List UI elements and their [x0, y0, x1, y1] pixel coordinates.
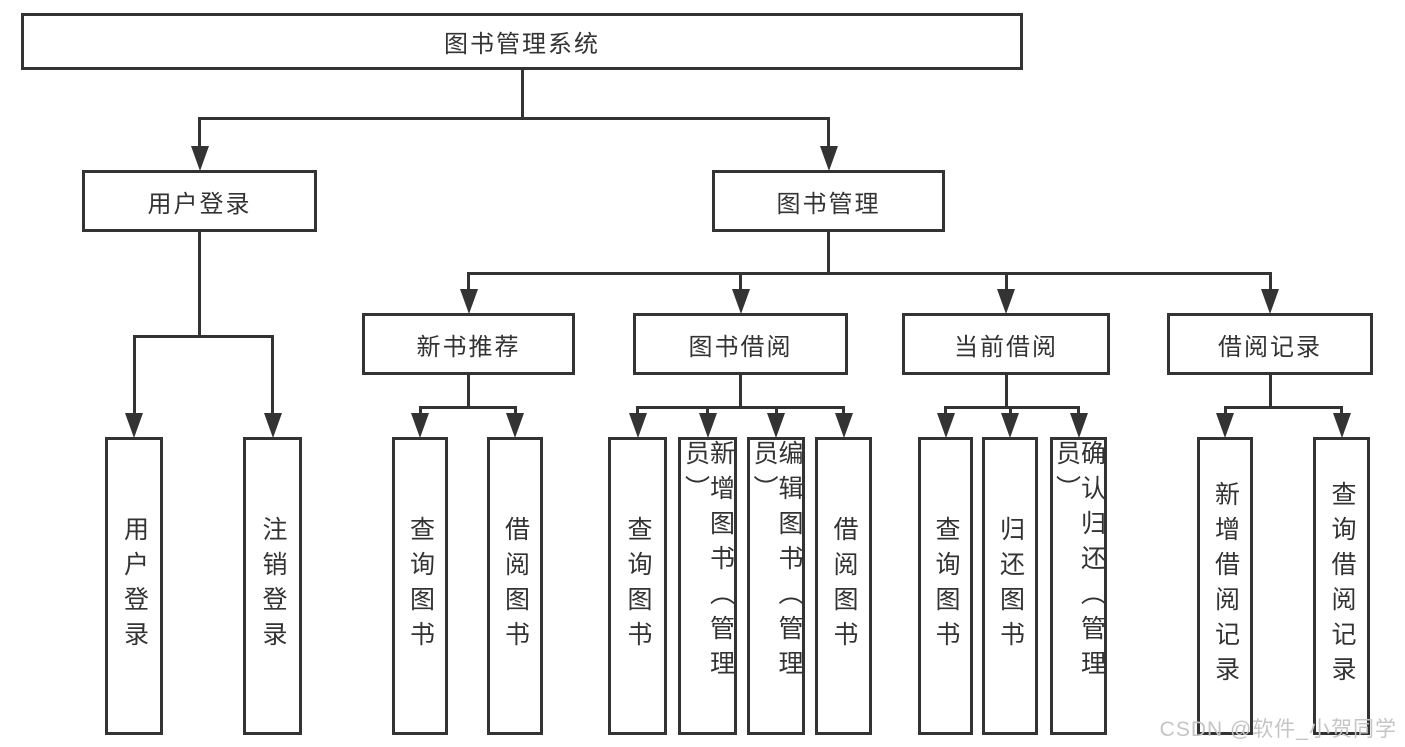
- node-label: 借阅记录: [1218, 333, 1322, 361]
- arrowhead-icon: [731, 289, 750, 314]
- node-label: 归还图书: [996, 516, 1025, 656]
- connector-stem: [467, 375, 470, 407]
- node-label: 查询借阅记录: [1328, 481, 1356, 691]
- node-user-login-leaf: 用户登录: [105, 437, 163, 735]
- connector-bar: [418, 405, 517, 409]
- arrowhead-icon: [190, 146, 209, 171]
- node-label: 查询图书: [406, 516, 435, 656]
- arrowhead-icon: [506, 413, 524, 438]
- connector-drop: [271, 336, 274, 418]
- node-label: 新书推荐: [416, 333, 521, 361]
- connector-drop: [827, 118, 830, 151]
- arrowhead-icon: [997, 289, 1015, 314]
- arrowhead-icon: [834, 413, 853, 438]
- node-bb-borrow: 借阅图书: [815, 437, 872, 735]
- arrowhead-icon: [1332, 413, 1351, 438]
- node-label: 借阅图书: [830, 516, 858, 656]
- node-label: 用户登录: [147, 190, 252, 218]
- arrowhead-icon: [628, 413, 647, 438]
- node-label: 图书管理系统: [444, 31, 600, 58]
- node-nb-query: 查询图书: [392, 437, 448, 735]
- watermark: CSDN @软件_小贺同学: [1159, 718, 1397, 741]
- arrowhead-icon: [1069, 413, 1088, 438]
- connector-stem: [198, 232, 201, 336]
- connector-bar: [132, 334, 274, 338]
- connector-drop: [513, 407, 517, 418]
- connector-drop: [842, 407, 845, 418]
- node-label: 新增借阅记录: [1211, 481, 1240, 691]
- arrowhead-icon: [1001, 413, 1019, 438]
- connector-stem: [827, 232, 830, 273]
- connector-bar: [944, 405, 1080, 409]
- node-label: 编辑图书（管理员）: [750, 440, 803, 685]
- connector-bar: [636, 405, 845, 409]
- node-label: 图书借阅: [688, 333, 793, 361]
- connector-bar: [1223, 405, 1343, 409]
- connector-drop: [1223, 407, 1227, 418]
- connector-drop: [1268, 273, 1272, 294]
- node-bb-query: 查询图书: [608, 437, 667, 735]
- node-label: 新增图书（管理员）: [681, 440, 735, 685]
- node-book-borrow: 图书借阅: [633, 313, 848, 375]
- arrowhead-icon: [767, 413, 785, 438]
- node-nb-borrow: 借阅图书: [487, 437, 543, 735]
- connector-drop: [774, 407, 778, 418]
- node-cb-return: 归还图书: [982, 437, 1038, 735]
- connector-drop: [1004, 273, 1008, 294]
- connector-drop: [944, 407, 947, 418]
- connector-stem: [1268, 375, 1272, 407]
- arrowhead-icon: [819, 146, 838, 171]
- arrowhead-icon: [698, 413, 717, 438]
- node-current-borrow: 当前借阅: [902, 313, 1110, 375]
- node-cb-query: 查询图书: [918, 437, 973, 735]
- connector-stem: [1004, 375, 1008, 407]
- connector-drop: [198, 118, 201, 151]
- node-bb-add: 新增图书（管理员）: [678, 437, 737, 735]
- node-book-mgmt-mod: 图书管理: [712, 170, 945, 232]
- connector-stem: [739, 375, 742, 407]
- connector-drop: [418, 407, 422, 418]
- arrowhead-icon: [411, 413, 429, 438]
- node-label: 当前借阅: [954, 333, 1058, 361]
- connector-drop: [636, 407, 639, 418]
- node-label: 注销登录: [259, 516, 287, 656]
- connector-bar: [198, 116, 830, 120]
- arrowhead-icon: [263, 413, 282, 438]
- arrowhead-icon: [1216, 413, 1234, 438]
- connector-stem: [520, 70, 524, 118]
- arrowhead-icon: [1261, 289, 1279, 314]
- node-label: 借阅图书: [501, 516, 530, 656]
- node-label: 用户登录: [120, 516, 149, 656]
- node-br-add: 新增借阅记录: [1197, 437, 1253, 735]
- node-borrow-records: 借阅记录: [1167, 313, 1373, 375]
- arrowhead-icon: [125, 413, 143, 438]
- connector-drop: [739, 273, 742, 294]
- connector-drop: [1008, 407, 1012, 418]
- node-user-login-mod: 用户登录: [82, 170, 317, 232]
- node-bb-edit: 编辑图书（管理员）: [747, 437, 805, 735]
- arrowhead-icon: [459, 289, 478, 314]
- node-br-query: 查询借阅记录: [1313, 437, 1370, 735]
- connector-drop: [467, 273, 470, 294]
- arrowhead-icon: [936, 413, 955, 438]
- node-label: 确认归还（管理员）: [1052, 440, 1106, 685]
- node-root: 图书管理系统: [21, 13, 1023, 70]
- node-label: 查询图书: [932, 516, 960, 656]
- connector-drop: [132, 336, 136, 418]
- connector-bar: [467, 271, 1272, 275]
- node-logout-leaf: 注销登录: [243, 437, 302, 735]
- node-label: 查询图书: [624, 516, 652, 656]
- node-label: 图书管理: [776, 190, 881, 218]
- connector-drop: [706, 407, 709, 418]
- node-new-book-rec: 新书推荐: [362, 313, 575, 375]
- connector-drop: [1340, 407, 1343, 418]
- node-cb-confirm: 确认归还（管理员）: [1050, 437, 1107, 735]
- connector-drop: [1077, 407, 1080, 418]
